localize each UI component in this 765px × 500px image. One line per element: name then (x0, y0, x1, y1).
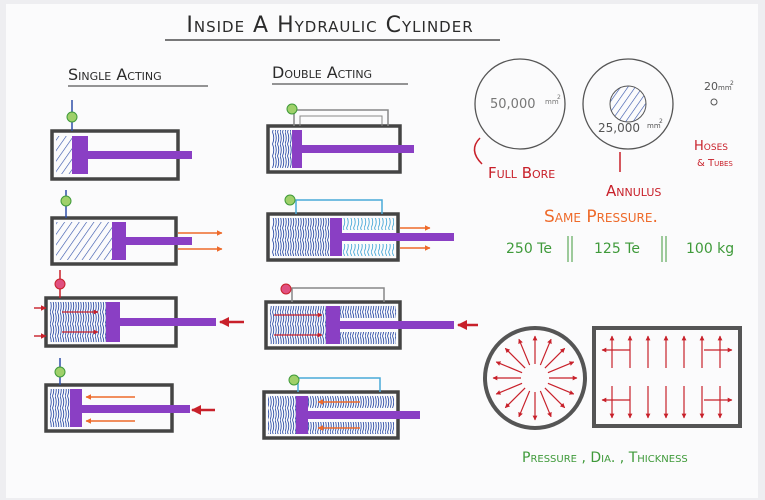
label-force-250: 250 Te (506, 241, 552, 257)
pressure-arrow (504, 387, 526, 409)
single-cylinder-4 (44, 358, 215, 433)
pressure-arrow (539, 390, 552, 418)
pressure-arrow (518, 390, 531, 418)
pressure-arrow (547, 382, 575, 395)
label-annulus: Annulus (606, 182, 661, 200)
tube-circle (710, 98, 718, 106)
page-title: Inside A Hydraulic Cylinder (186, 13, 473, 38)
label-footer: Pressure , Dia. , Thickness (522, 450, 688, 466)
double-cylinder-2 (266, 194, 454, 262)
annulus-area-unit-sup: 2 (659, 118, 663, 125)
annulus-area-value: 25,000 (598, 121, 640, 135)
label-same-pressure: Same Pressure. (544, 207, 658, 227)
single-cylinder-1 (50, 100, 192, 181)
double-cylinder-4 (262, 374, 420, 440)
label-hoses: Hoses (694, 139, 728, 154)
double-cylinder-1 (266, 103, 414, 174)
full-bore-area-value: 50,000 (490, 97, 536, 112)
pressure-arrow (544, 347, 566, 369)
pressure-arrow (495, 361, 523, 374)
label-force-125: 125 Te (594, 241, 640, 257)
label-tubes: & Tubes (697, 158, 733, 169)
pressure-rectangle (592, 326, 742, 428)
annulus-circle (582, 58, 674, 150)
pressure-arrow (495, 382, 523, 395)
single-cylinder-3 (34, 270, 244, 348)
full-bore-circle (474, 58, 566, 150)
full-bore-arrow (473, 137, 483, 165)
pressure-arrow (539, 338, 552, 366)
pressure-circle (483, 326, 587, 430)
tube-area-unit-sup: 2 (730, 80, 734, 87)
single-cylinder-2 (50, 190, 223, 266)
full-bore-area-unit: mm (545, 98, 559, 106)
pressure-arrow (547, 361, 575, 374)
heading-double-acting: Double Acting (272, 63, 372, 82)
tube-area-value: 20 (704, 80, 718, 93)
double-cylinder-3 (264, 283, 478, 350)
annulus-area-unit: mm (647, 122, 661, 130)
pressure-arrow (544, 387, 566, 409)
label-full-bore: Full Bore (488, 164, 555, 182)
label-force-100: 100 kg (686, 241, 734, 257)
pressure-arrow (504, 347, 526, 369)
full-bore-area-unit-sup: 2 (557, 94, 561, 101)
pressure-arrow (518, 338, 531, 366)
heading-single-acting: Single Acting (68, 65, 162, 84)
tube-area-unit: mm (718, 84, 732, 92)
